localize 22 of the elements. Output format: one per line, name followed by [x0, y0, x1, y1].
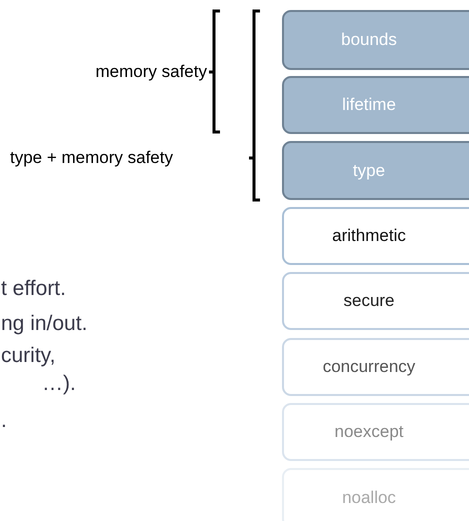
level-label: secure	[343, 291, 395, 311]
level-box	[282, 403, 469, 461]
bracket-label: memory safety	[96, 63, 207, 80]
bracket-label: type + memory safety	[10, 149, 173, 166]
level-label: bounds	[341, 30, 397, 50]
level-label: concurrency	[322, 357, 416, 377]
filled-level-box	[282, 141, 469, 200]
body-text: curity,	[1, 345, 56, 366]
level-label: noalloc	[342, 488, 396, 508]
filled-level-box	[282, 10, 469, 70]
body-text: ng in/out.	[1, 313, 88, 334]
filled-level-box	[282, 76, 469, 134]
level-box	[282, 272, 469, 330]
level-label: arithmetic	[332, 226, 406, 246]
body-text: …).	[42, 373, 76, 394]
level-box	[282, 207, 469, 265]
level-label: lifetime	[342, 95, 396, 115]
body-text: .	[1, 410, 7, 431]
body-text: t effort.	[1, 278, 66, 299]
level-box	[282, 338, 469, 396]
level-label: type	[352, 160, 386, 180]
level-label: noexcept	[334, 422, 404, 442]
